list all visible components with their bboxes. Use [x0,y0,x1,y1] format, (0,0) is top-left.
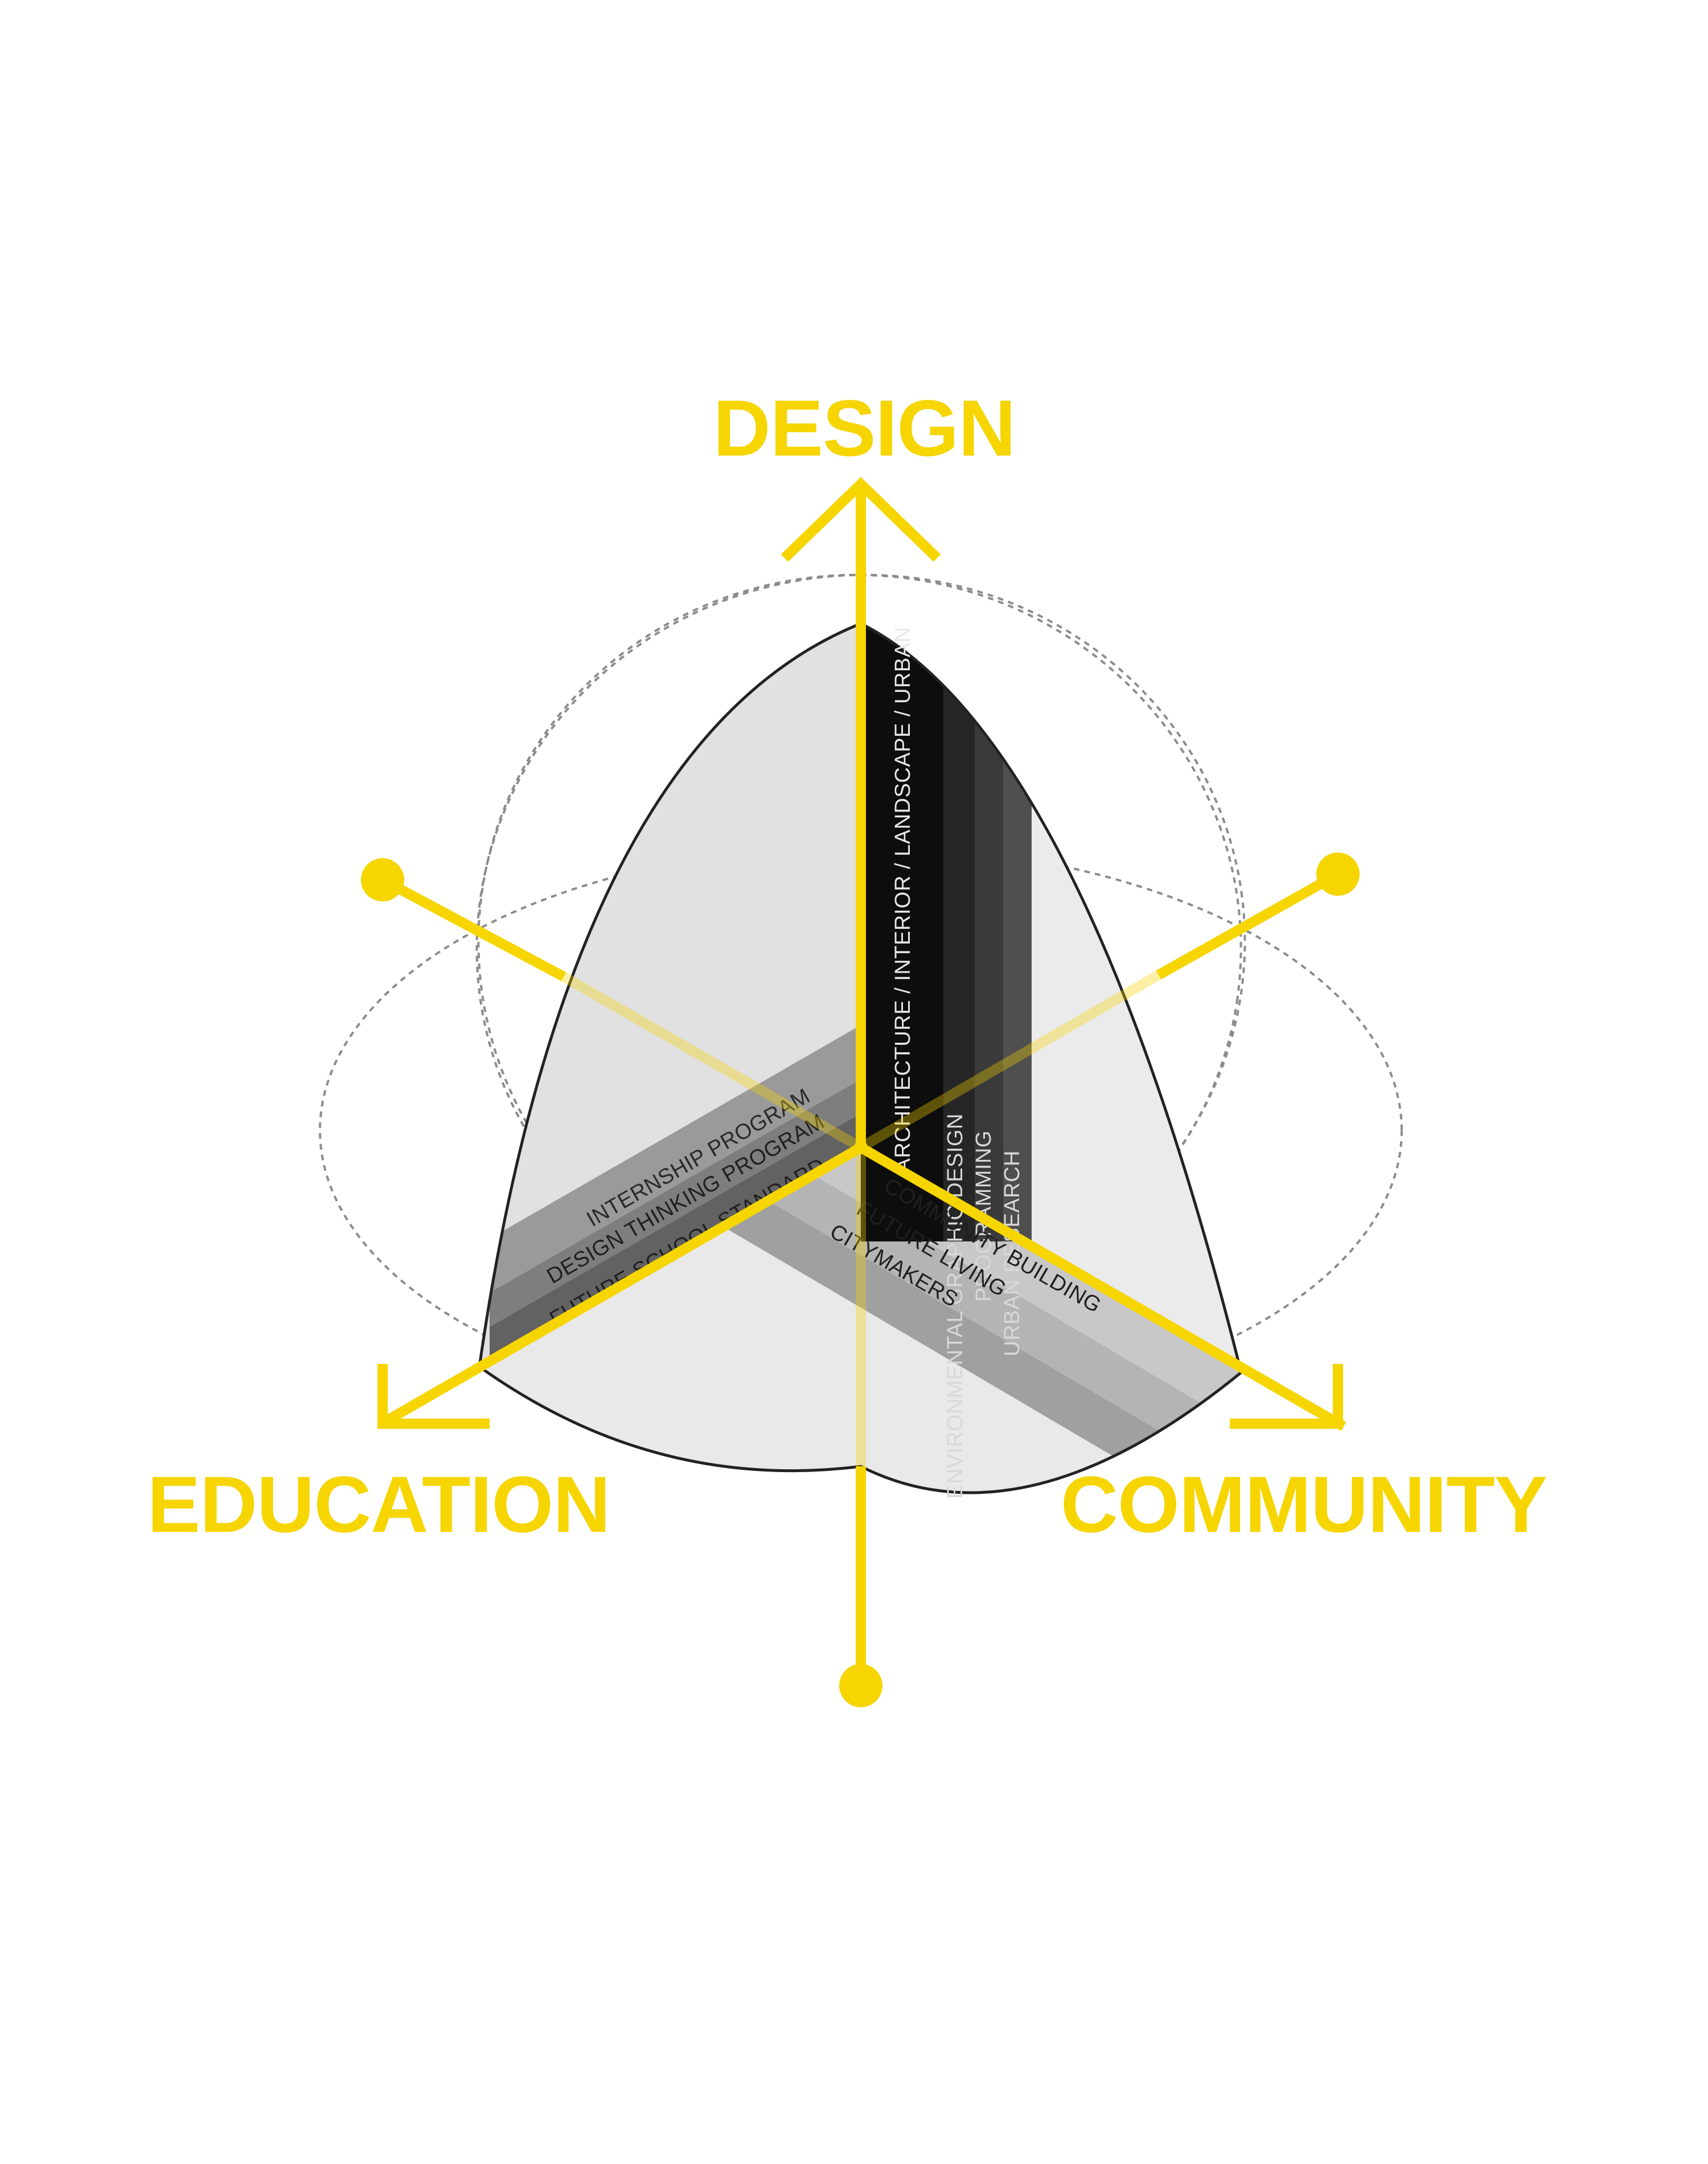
axis-upper-left-outer [380,875,566,981]
design-band-label-4: URBAN RESEARCH [1000,1150,1024,1356]
community-band-3 [724,1202,1161,1458]
endpoint-upper-left-dot-endpoint-icon [361,858,404,901]
education-arrowhead-chevron-arrow-icon [377,1364,490,1429]
education-band-2 [490,1079,861,1327]
education-bands [490,1025,861,1361]
orbit-ring-right [475,573,1246,1317]
community-arrowhead-chevron-arrow-icon [1230,1364,1343,1429]
axis-community [858,1143,1346,1431]
axis-system [377,477,1346,1680]
endpoint-bottom-dot-endpoint-icon [839,1664,882,1707]
design-band-label-2: ENVIRONMENTAL GRAPHIC DESIGN [943,1113,967,1499]
axis-upper-right-hidden [858,970,1161,1152]
axis-endpoints [361,853,1360,1707]
design-band-label-1: ARCHITECTURE / INTERIOR / LANDSCAPE / UR… [891,627,915,1173]
axis-education [379,1143,864,1428]
design-arrowhead-chevron-arrow-icon [781,477,941,562]
axis-upper-right-outer [1156,870,1341,979]
axis-upper-left-hidden [561,972,864,1152]
education-band-3 [490,1113,861,1361]
axis-title-design: DESIGN [713,383,1016,473]
endpoint-upper-right-dot-endpoint-icon [1316,853,1360,896]
design-band-1 [861,624,943,1241]
axis-title-education: EDUCATION [147,1460,610,1549]
center-hub [854,1141,868,1154]
design-band-labels: ARCHITECTURE / INTERIOR / LANDSCAPE / UR… [891,627,1024,1499]
axis-title-community: COMMUNITY [1061,1460,1547,1549]
category-bands [490,624,1241,1458]
design-bands [861,624,1032,1241]
education-band-1 [490,1025,861,1293]
